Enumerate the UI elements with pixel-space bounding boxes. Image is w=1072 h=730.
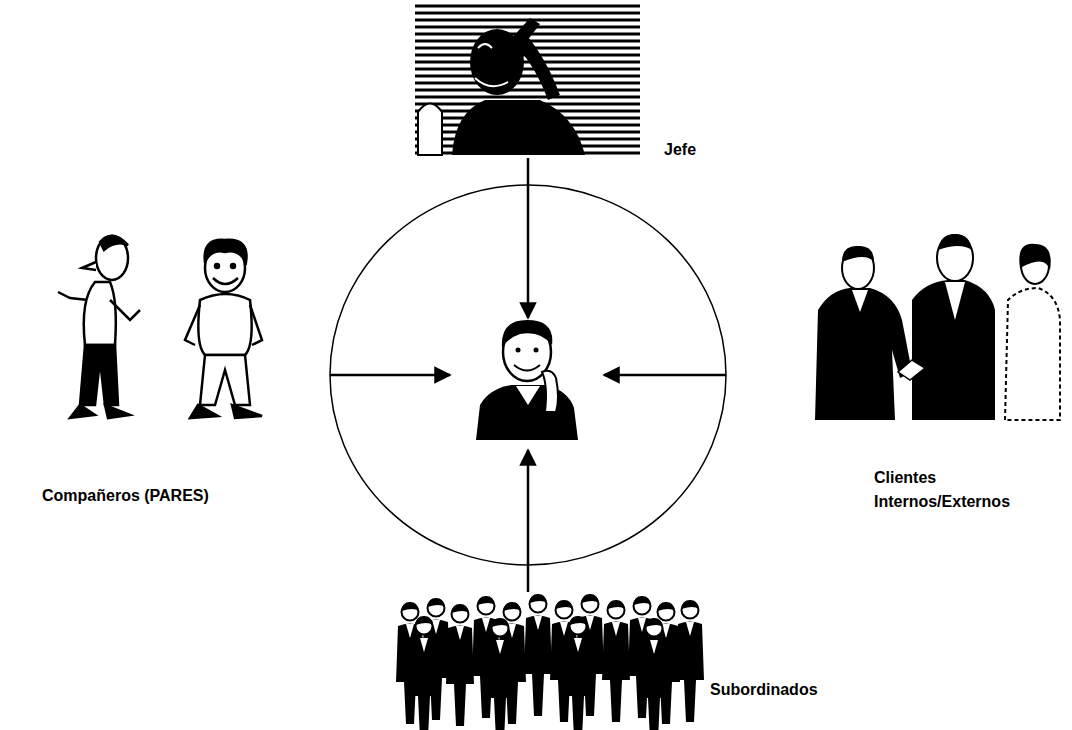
figure-label: Compañeros (PARES) [40, 484, 211, 508]
client-figures [815, 234, 1060, 420]
arrow [527, 450, 530, 592]
subordinate-crowd [396, 594, 704, 730]
arrow [527, 158, 530, 318]
boss-figure [415, 6, 640, 155]
feedback-arrows [330, 158, 726, 592]
figure-label: Subordinados [708, 678, 820, 702]
arrow [604, 374, 726, 377]
evaluated-person [476, 320, 578, 440]
figure-label: Clientes Internos/Externos [872, 466, 1012, 514]
arrow [330, 374, 450, 377]
peer-figures [58, 236, 262, 418]
figure-label: Jefe [662, 138, 698, 162]
